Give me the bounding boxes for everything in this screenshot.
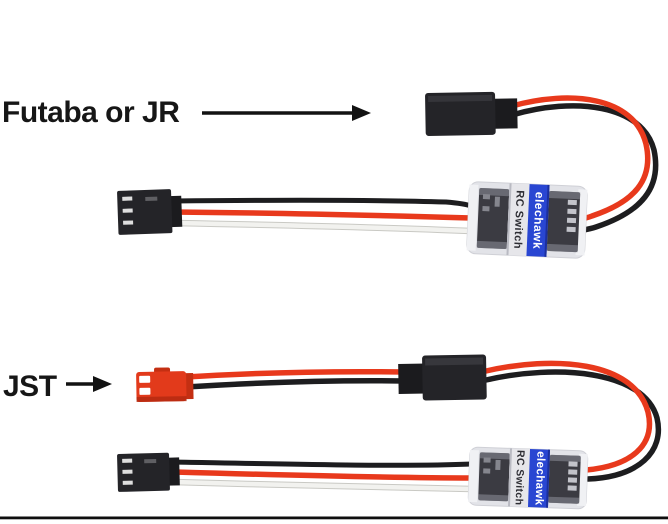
top-module-reflections [476,187,581,253]
top-servo-pin-mark-2 [122,208,133,213]
reflection [549,454,581,462]
component-chip [483,457,491,463]
bottom-module-product-label: RC Switch [513,450,527,506]
bottom-frame-line [0,516,668,520]
component-chip [482,206,490,212]
jst-pin-slot-1 [139,375,151,383]
bottom-servo-connector-rear [167,457,180,486]
bottom-module-white-band [507,448,531,508]
component-chip [495,459,501,471]
top-loop-wire-red [509,95,651,223]
top-servo-pin-mark-1 [122,196,133,201]
bottom-rc-switch-module: RC Switch elechawk [467,446,589,510]
bottom-module-brand-label: elechawk [533,451,547,506]
bottom-module-pcb-components [483,457,578,491]
reflection [548,496,580,504]
top-servo-pin-mark-3 [123,220,134,225]
top-module-brand-label: elechawk [530,192,546,250]
top-module-product-label: RC Switch [511,190,526,249]
jst-wire-red [183,369,407,380]
bottom-module-reflections [478,452,581,504]
top-module-blue-band-edge [544,184,550,257]
inline-connector-male [398,363,427,394]
top-module-pcb-left [476,187,510,250]
component-chip [494,196,500,207]
top-module-pcb-components [482,194,577,233]
solder-pad [566,226,576,233]
bottom-servo-pin-mark-3 [122,480,133,485]
inline-connector-female [422,354,487,401]
bottom-module-blue-band [527,449,550,508]
bottom-loop-wire-black [483,369,662,482]
jst-wire-black [183,378,407,390]
top-module-white-band [506,183,530,257]
top-servo-wire-white [171,220,474,234]
top-servo-wire-red [171,209,474,221]
reflection [479,187,510,197]
top-module-pcb-right [546,191,581,253]
solder-pad [568,469,578,475]
bottom-loop-wire-red [483,360,653,473]
jst-arrowhead-icon [93,376,112,392]
bottom-servo-connector-marking [144,458,157,464]
futaba-connector-highlight [428,94,493,102]
top-servo-wire-black [171,197,474,209]
bottom-module-white-band-edge [507,448,513,507]
inline-connector-pair [398,354,487,401]
top-loop-wire-black [509,103,659,234]
futaba-label: Futaba or JR [2,96,180,129]
jst-label: JST [3,370,57,403]
solder-pad [568,461,578,467]
solder-pad [567,485,577,491]
solder-pad [567,208,577,215]
futaba-connector-body [425,91,496,136]
bottom-servo-pin-mark-1 [122,458,133,463]
bottom-servo-pin-mark-2 [122,469,133,474]
component-chip [483,468,491,474]
component-chip [482,194,491,200]
reflection [548,190,581,200]
jst-pin-slot-2 [139,387,151,395]
jst-connector-shadow [136,396,187,402]
futaba-connector-rear [494,98,518,129]
inline-connector-highlight [425,357,484,366]
top-servo-connector-rear [169,195,183,228]
bottom-servo-connector [117,452,180,492]
futaba-arrowhead-icon [352,105,371,121]
reflection [476,240,508,250]
bottom-servo-wire-white [171,479,475,492]
top-servo-connector [117,189,183,235]
bottom-module-pcb-left [478,452,510,502]
top-rc-switch-module: RC Switch elechawk [466,181,588,259]
bottom-servo-wire-red [171,469,475,481]
futaba-connector [425,91,518,136]
top-assembly: Futaba or JR [2,91,659,259]
top-servo-connector-marking [145,196,158,202]
solder-pad [567,477,578,483]
reflection [546,243,578,253]
top-module-white-band-edge [506,183,512,256]
solder-pad [566,217,577,224]
top-module-shrink-flare-left [466,184,479,251]
bottom-module-shrink-flare-left [468,449,479,503]
top-module-blue-band [526,184,550,257]
jst-connector [136,367,194,402]
bottom-assembly: JST [3,354,662,510]
reflection [478,494,509,502]
bottom-module-blue-band-edge [545,449,550,508]
solder-pad [567,199,577,206]
bottom-module-pcb-right [548,454,581,504]
bottom-servo-wire-black [171,459,475,468]
